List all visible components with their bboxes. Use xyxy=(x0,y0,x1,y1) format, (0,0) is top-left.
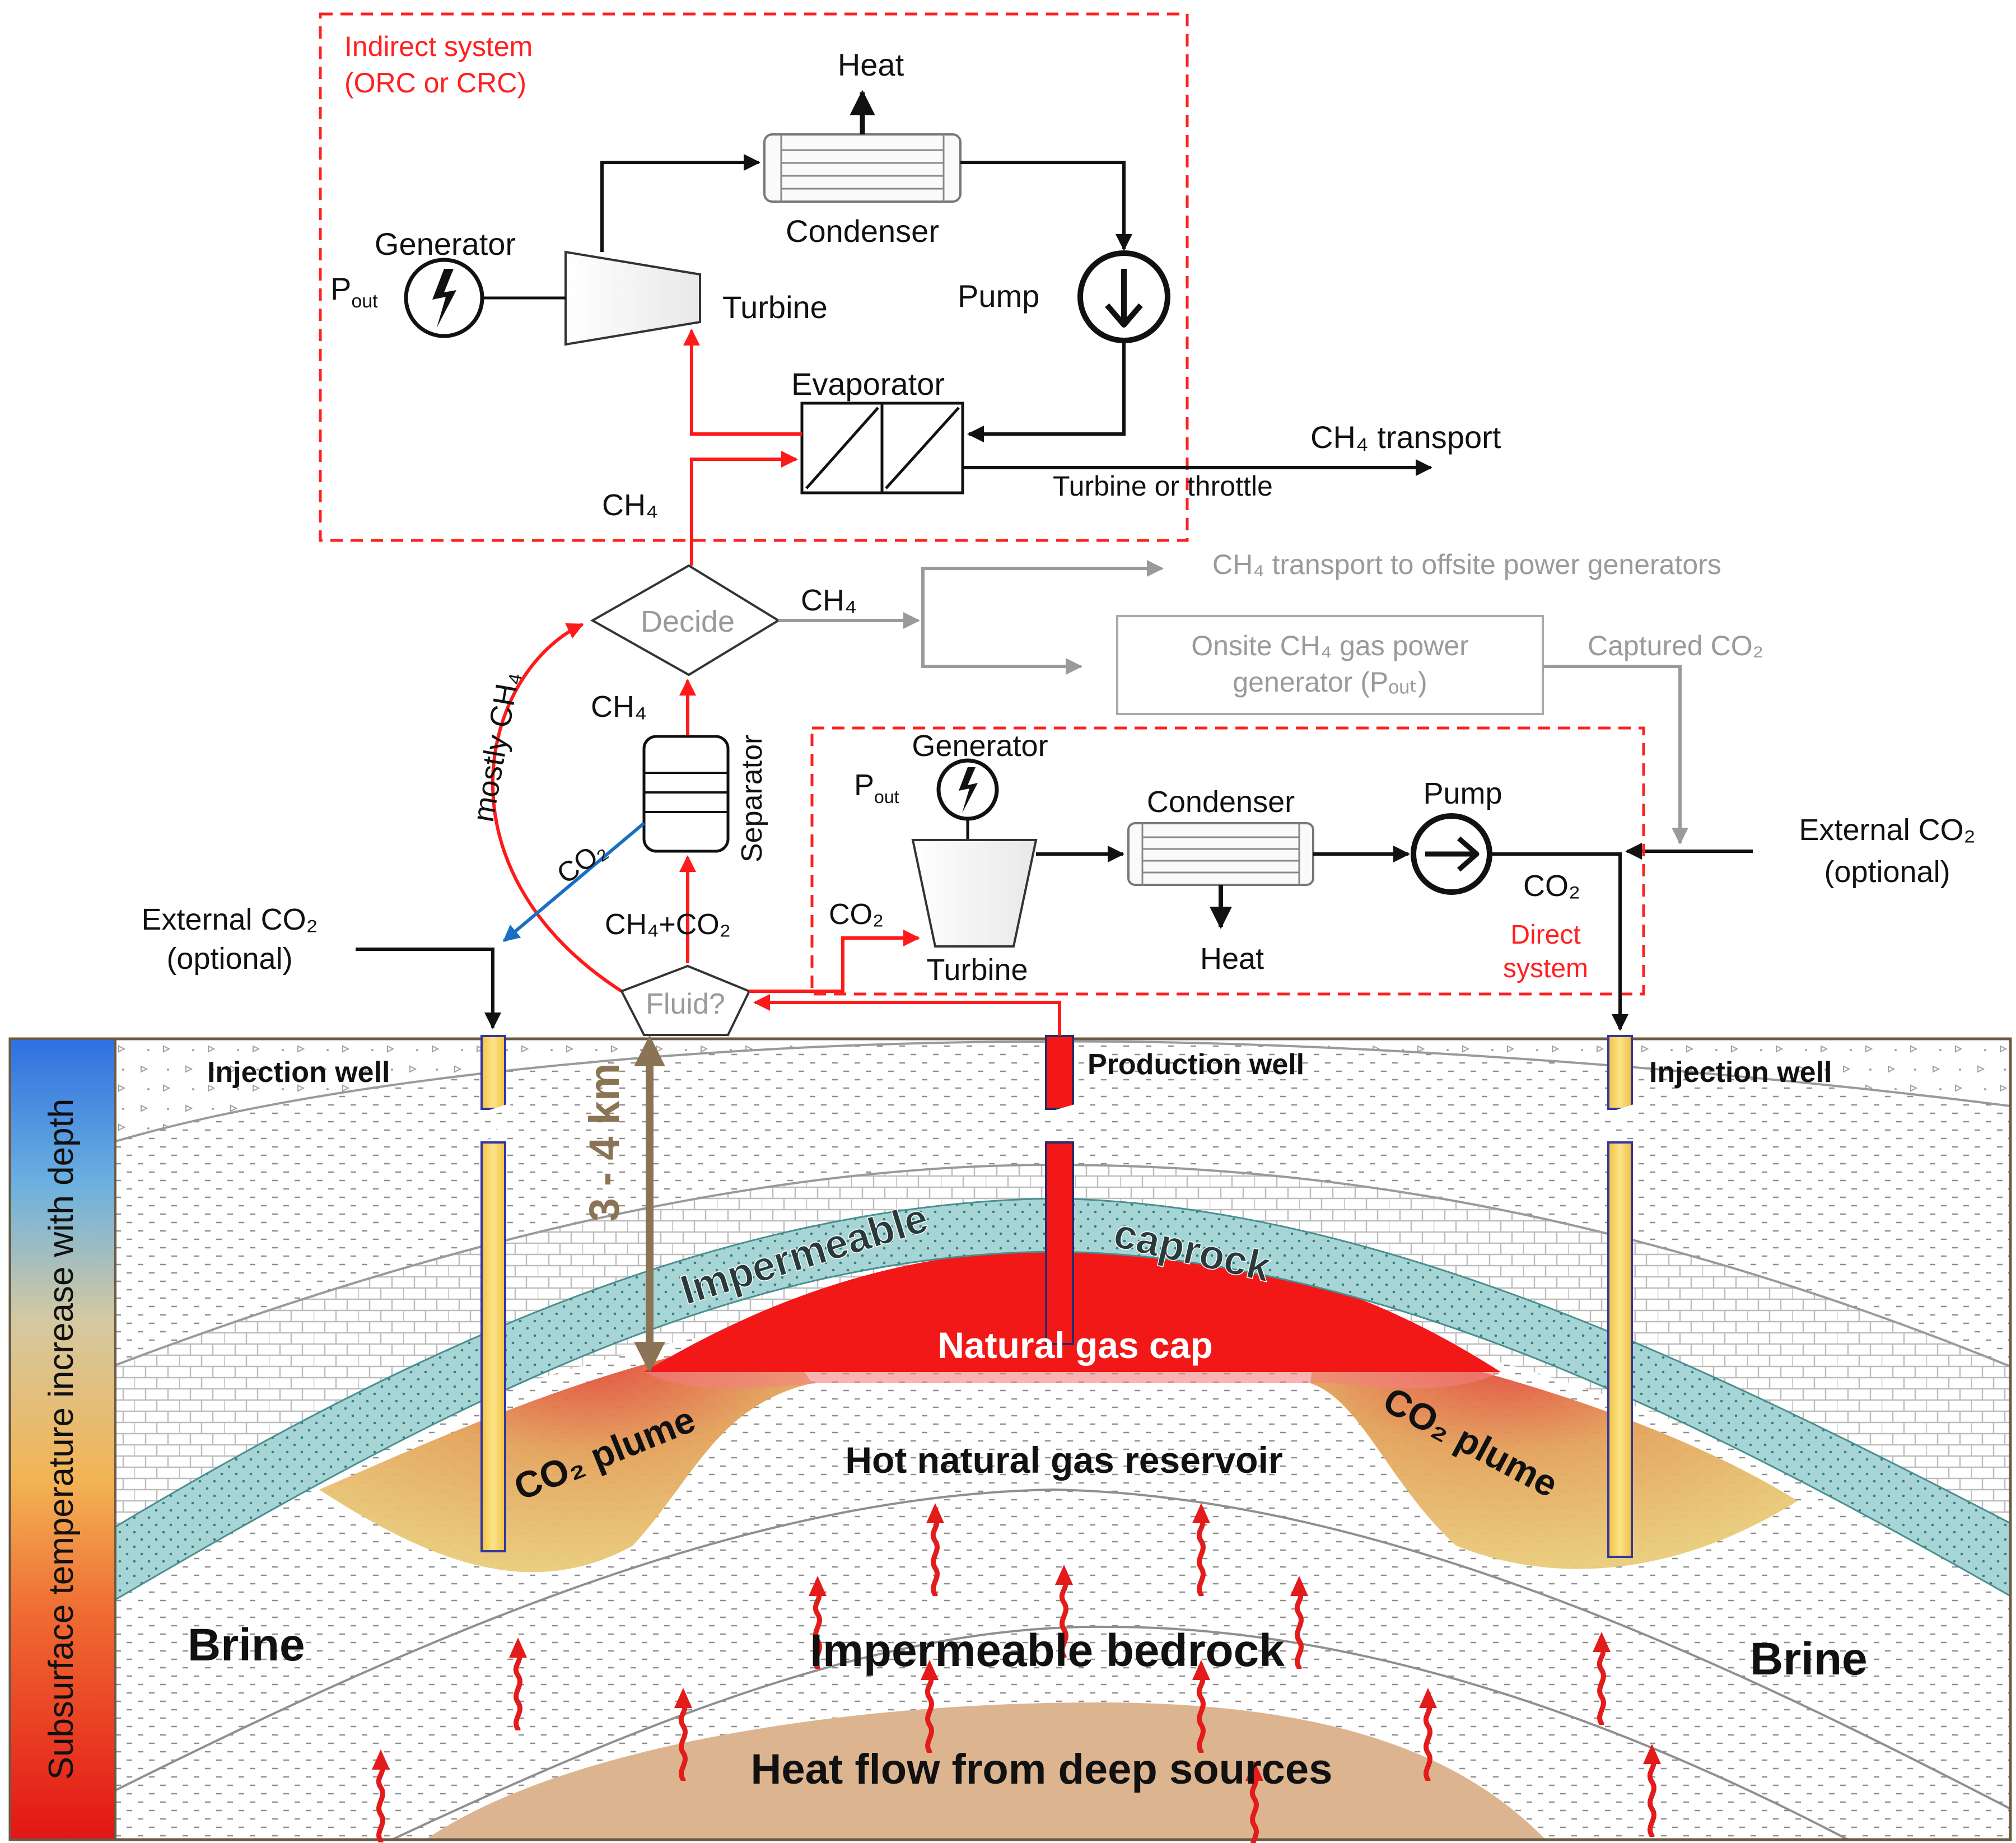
decide-label: Decide xyxy=(641,605,735,638)
flow-evap-to-turbine xyxy=(683,329,802,436)
flow-turbine-to-condenser xyxy=(600,154,760,252)
indirect-generator xyxy=(404,258,484,338)
external-co2-left-2: (optional) xyxy=(166,942,292,976)
onsite-generator-box xyxy=(1116,615,1544,715)
direct-system-label-1: Direct xyxy=(1510,920,1580,950)
brine-left-label: Brine xyxy=(188,1620,305,1671)
indirect-turbine xyxy=(564,250,701,346)
fluid-pentagon xyxy=(620,964,751,1036)
injection-well-right-label: Injection well xyxy=(1649,1056,1832,1089)
fluid-label: Fluid? xyxy=(646,988,725,1020)
turbine-or-throttle-label: Turbine or throttle xyxy=(1053,470,1273,502)
external-co2-left-1: External CO₂ xyxy=(141,903,318,936)
indirect-system-title: Indirect system xyxy=(344,31,533,62)
injection-well-right xyxy=(1602,1035,1639,1558)
direct-co2-label: CO₂ xyxy=(1523,869,1580,903)
production-well xyxy=(1039,1035,1080,1345)
production-well-label: Production well xyxy=(1088,1048,1304,1081)
flow-onsite xyxy=(921,620,1082,675)
ch4-label-indirect: CH₄ xyxy=(602,488,658,522)
direct-pump-label: Pump xyxy=(1423,777,1502,810)
evaporator-label: Evaporator xyxy=(791,366,945,402)
flow-external-co2-left xyxy=(356,948,501,1029)
direct-pump xyxy=(1411,813,1492,895)
natural-gas-cap-label: Natural gas cap xyxy=(937,1324,1213,1366)
direct-pout-label: Pout xyxy=(854,768,899,807)
flow-direct-pump-to-well xyxy=(1490,852,1628,1031)
heat-source-mound xyxy=(426,1702,1546,1840)
flow-captured-co2 xyxy=(1543,665,1688,844)
indirect-condenser-label: Condenser xyxy=(786,213,939,249)
brine-right-label: Brine xyxy=(1750,1634,1868,1685)
surface-layer xyxy=(112,1039,2010,1142)
direct-generator xyxy=(936,758,999,821)
indirect-generator-label: Generator xyxy=(375,226,516,262)
injection-well-left-label: Injection well xyxy=(207,1056,390,1089)
flow-offsite xyxy=(921,560,1164,620)
direct-generator-label: Generator xyxy=(912,729,1048,763)
bedrock-boundary-upper xyxy=(111,1488,2010,1810)
direct-turbine-label: Turbine xyxy=(926,953,1028,987)
ch4-co2-label: CH₄+CO₂ xyxy=(605,908,731,941)
indirect-pump xyxy=(1077,250,1170,343)
direct-system-label-2: system xyxy=(1503,954,1588,983)
co2-to-turbine-label: CO₂ xyxy=(829,898,884,931)
layer-boundary-1 xyxy=(111,1040,2010,1144)
temperature-gradient-bar xyxy=(9,1038,116,1841)
mostly-ch4-label: mostly CH₄ xyxy=(466,669,526,824)
brick-layer xyxy=(112,1165,2010,1568)
flow-production-to-fluid xyxy=(753,994,1061,1036)
heat-flow-label: Heat flow from deep sources xyxy=(751,1746,1333,1793)
direct-heat-label: Heat xyxy=(1200,942,1264,976)
indirect-turbine-label: Turbine xyxy=(722,290,828,325)
flow-condenser-to-pump xyxy=(960,161,1132,251)
indirect-condenser xyxy=(763,133,962,203)
evaporator xyxy=(800,402,964,494)
direct-condenser-label: Condenser xyxy=(1147,785,1295,819)
onsite-generator-line2: generator (Pₒᵤₜ) xyxy=(1233,666,1427,698)
external-co2-right-1: External CO₂ xyxy=(1799,813,1975,847)
flow-mostly-ch4 xyxy=(491,623,623,993)
bedrock-label: Impermeable bedrock xyxy=(810,1625,1285,1676)
indirect-pout-label: Pout xyxy=(330,271,378,312)
indirect-system-subtitle: (ORC or CRC) xyxy=(344,67,526,99)
geology-section xyxy=(10,1039,2010,1840)
direct-system-box xyxy=(810,726,1645,996)
onsite-generator-line1: Onsite CH₄ gas power xyxy=(1191,630,1469,661)
external-co2-right-2: (optional) xyxy=(1824,855,1950,889)
direct-condenser xyxy=(1127,822,1314,886)
captured-co2-label: Captured CO₂ xyxy=(1588,630,1763,661)
gas-cap-fade xyxy=(644,1372,1501,1388)
direct-turbine xyxy=(911,839,1038,948)
indirect-system-box xyxy=(319,12,1189,542)
co2-plume-right-shape xyxy=(1310,1333,1798,1569)
injection-well-left xyxy=(475,1035,512,1552)
co2-plume-left-shape xyxy=(319,1333,812,1573)
ch4-above-separator-label: CH₄ xyxy=(591,690,647,724)
ch4-offsite-label: CH₄ transport to offsite power generator… xyxy=(1212,549,1721,580)
temperature-bar-label: Subsurface temperature increase with dep… xyxy=(42,1099,81,1780)
indirect-heat-label: Heat xyxy=(838,47,904,82)
flow-pump-to-evaporator xyxy=(967,340,1126,442)
decide-diamond xyxy=(590,564,781,676)
separator xyxy=(642,735,730,853)
ch4-right-label: CH₄ xyxy=(801,584,857,617)
depth-label: 3 - 4 km xyxy=(581,1063,628,1221)
bedrock-boundary-lower xyxy=(391,1625,1849,1840)
flow-co2-blue xyxy=(502,822,645,943)
co2-blue-label: CO₂ xyxy=(551,834,612,890)
flow-fluid-to-direct-turbine xyxy=(749,930,920,993)
separator-label: Separator xyxy=(736,735,768,862)
flow-ch4-up xyxy=(690,451,798,566)
indirect-pump-label: Pump xyxy=(958,278,1039,314)
ch4-transport-label: CH₄ transport xyxy=(1310,419,1501,455)
reservoir-label: Hot natural gas reservoir xyxy=(845,1439,1282,1481)
